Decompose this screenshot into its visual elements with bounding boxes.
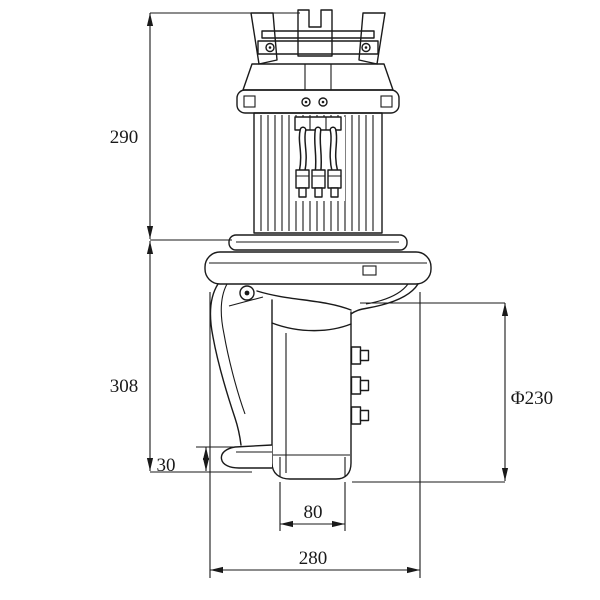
dimension-80: 80 (279, 482, 346, 531)
mid-collar (204, 234, 432, 285)
dimension-phi230: Φ230 (352, 302, 553, 483)
dim-label-290: 290 (110, 127, 139, 148)
foot-skeg (220, 444, 273, 469)
dim-label-308: 308 (110, 376, 139, 397)
dimension-280: 280 (209, 292, 421, 578)
dim-label-80: 80 (304, 502, 323, 523)
dim-label-280: 280 (299, 548, 328, 569)
side-connectors (350, 346, 370, 425)
dimension-308: 308 (110, 241, 252, 473)
gear-housing (209, 283, 419, 480)
fork-bracket (242, 9, 394, 91)
dimension-30: 30 (157, 446, 236, 476)
power-cables (291, 116, 345, 201)
machine-drawing (204, 9, 432, 480)
dimension-290: 290 (110, 12, 300, 241)
top-flange (236, 89, 400, 114)
dim-label-30: 30 (157, 455, 176, 476)
dim-label-phi230: Φ230 (511, 388, 553, 409)
